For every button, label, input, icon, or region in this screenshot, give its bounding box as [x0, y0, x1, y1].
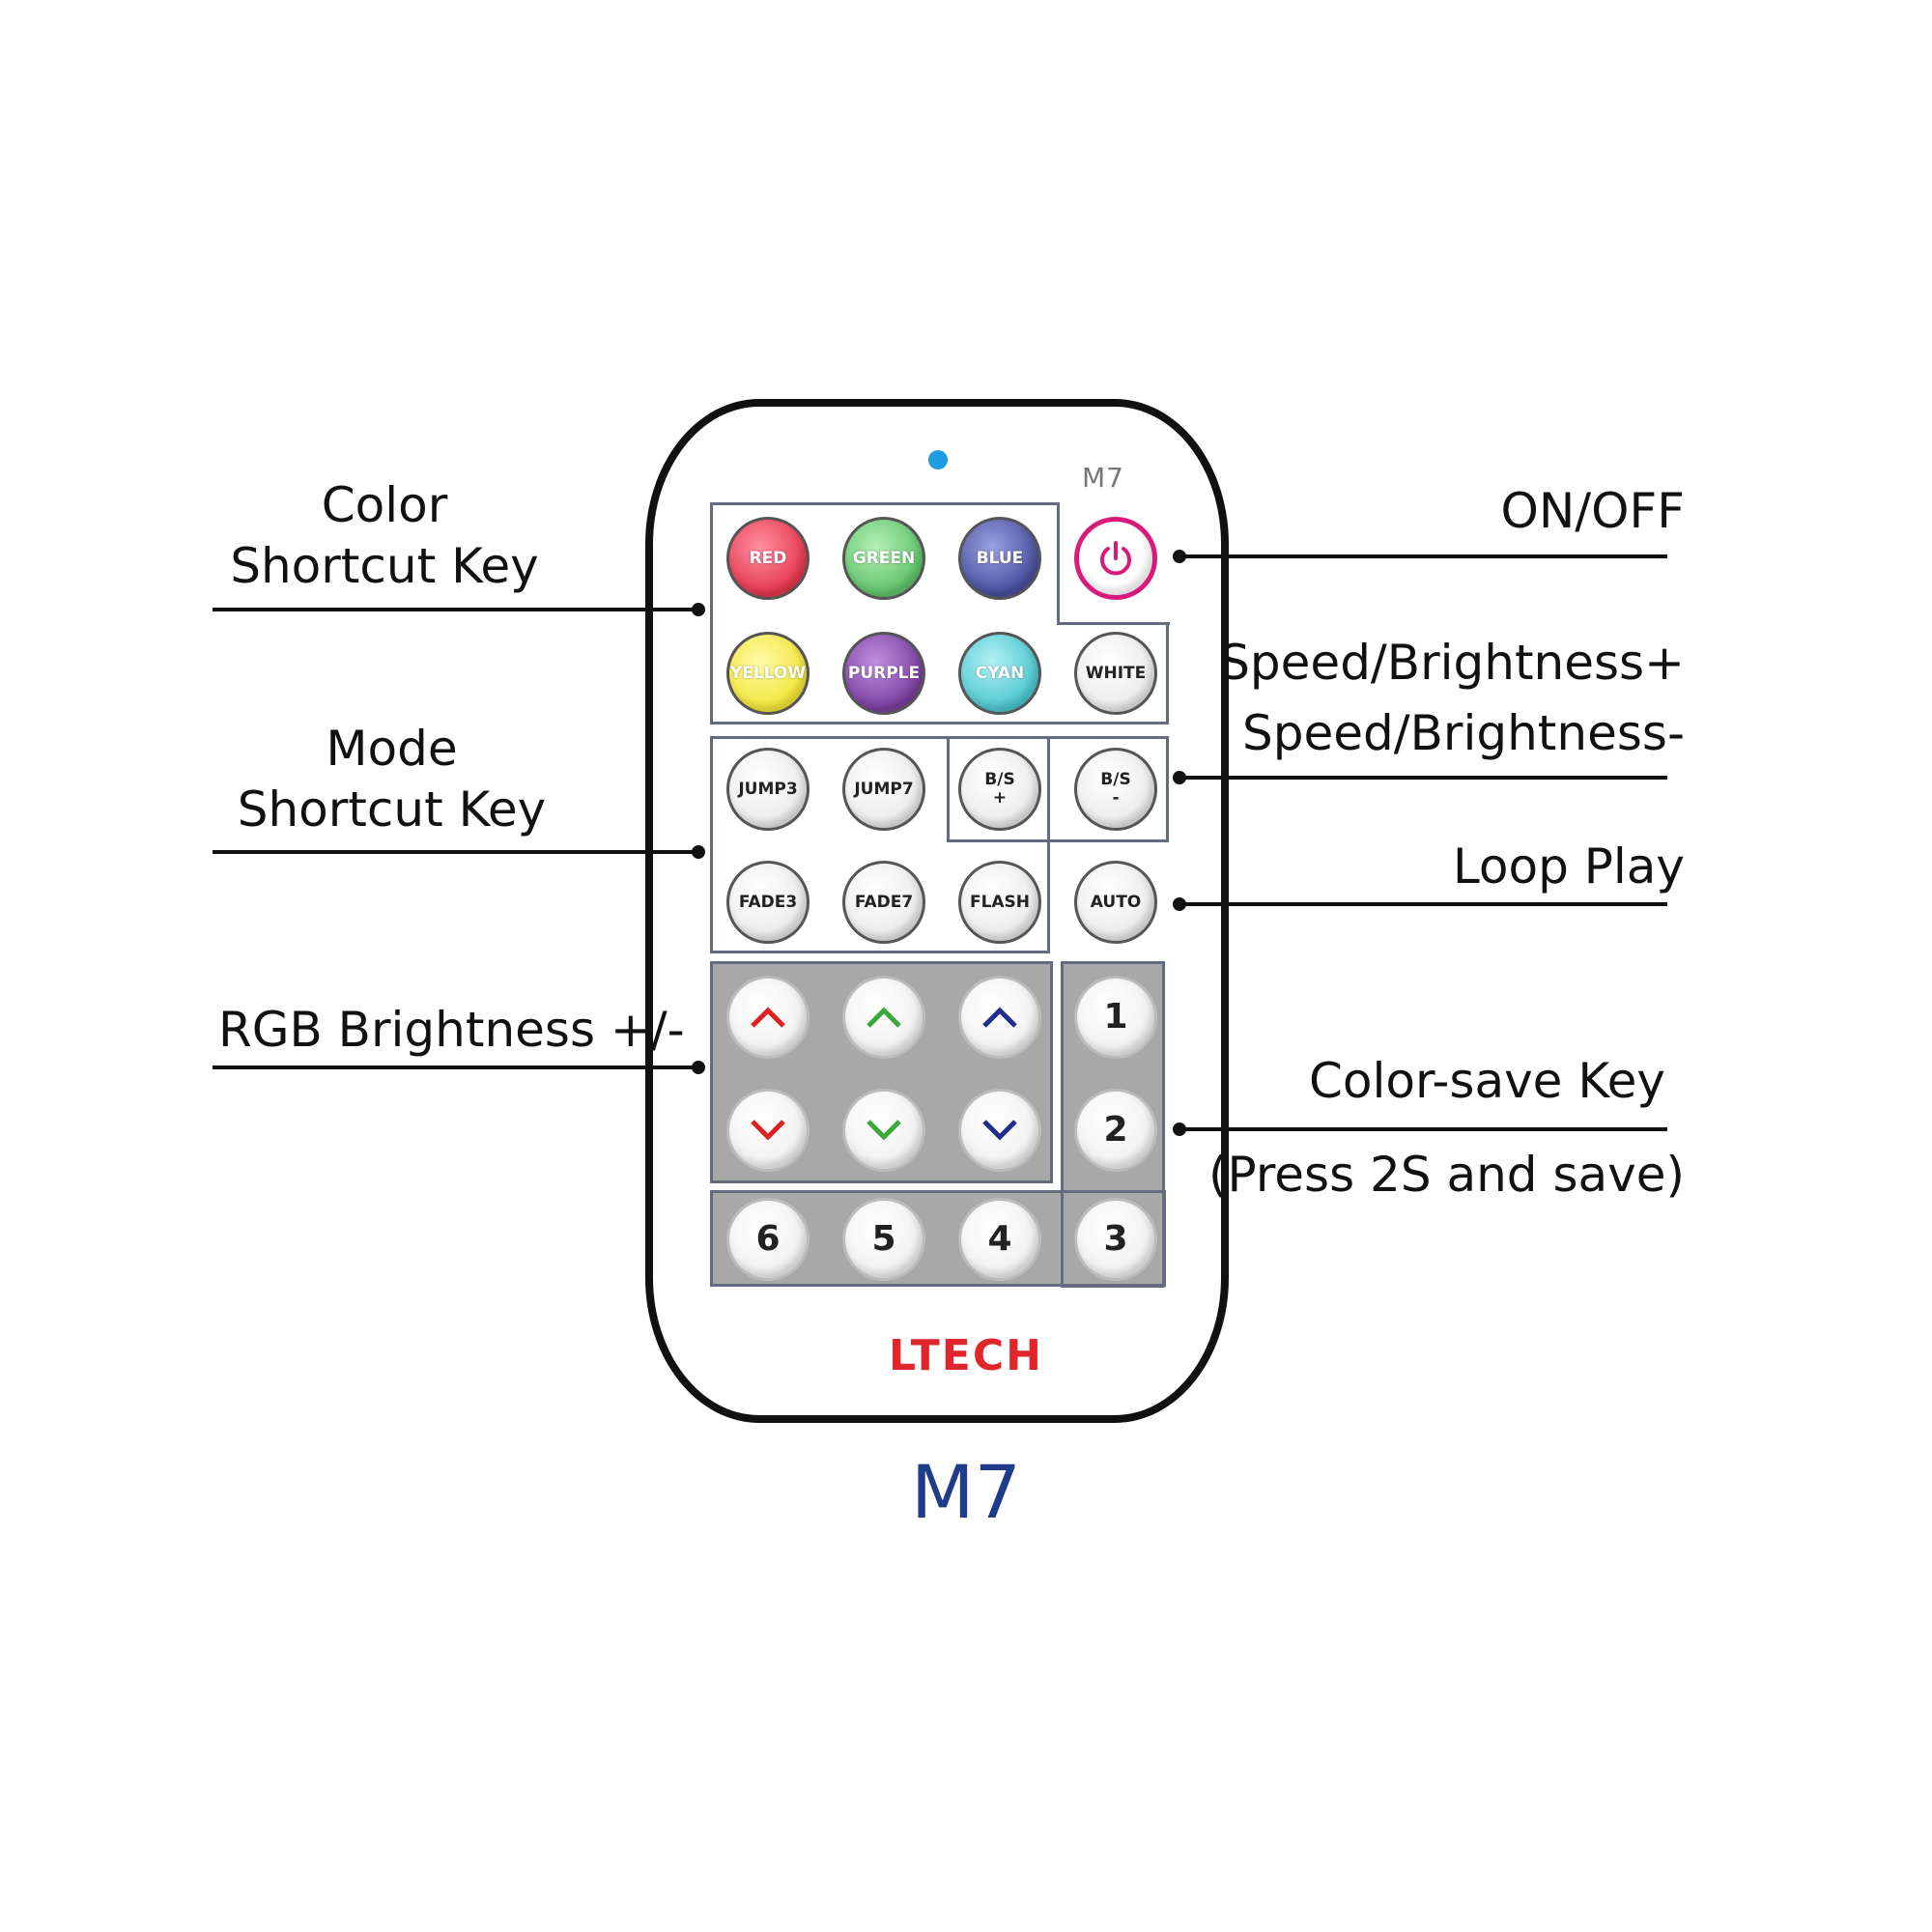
on-off-label: ON/OFF — [1500, 483, 1685, 539]
color-shortcut-leader — [213, 608, 697, 611]
speed-leader — [1180, 776, 1667, 780]
jump7-key[interactable]: JUMP7 — [842, 748, 925, 831]
speed-minus-key[interactable]: B/S- — [1074, 748, 1157, 831]
auto-key[interactable]: AUTO — [1074, 861, 1157, 944]
number-key-5[interactable]: 5 — [842, 1198, 925, 1281]
chevron-up-icon — [867, 1007, 901, 1028]
speed-dot — [1173, 771, 1186, 784]
panel-edge — [1057, 622, 1170, 625]
loop-play-label: Loop Play — [1452, 838, 1685, 895]
indicator-led — [928, 450, 948, 469]
speed-plus-label: Speed/Brightness+ — [1219, 635, 1685, 691]
number-keys-panel-bottom — [710, 1190, 1166, 1287]
on-off-dot — [1173, 550, 1186, 563]
number-key-3[interactable]: 3 — [1074, 1198, 1157, 1281]
cyan-key[interactable]: CYAN — [958, 632, 1041, 715]
power-icon — [1100, 541, 1131, 576]
on-off-leader — [1180, 554, 1667, 558]
mode-keys-panel — [710, 736, 1050, 953]
remote-model-label: M7 — [1082, 462, 1124, 494]
color-save-note: (Press 2S and save) — [1208, 1147, 1685, 1203]
chevron-down-icon — [867, 1120, 901, 1141]
purple-key[interactable]: PURPLE — [842, 632, 925, 715]
chevron-down-icon — [751, 1120, 785, 1141]
yellow-key[interactable]: YELLOW — [726, 632, 810, 715]
red-down-key[interactable] — [726, 1089, 810, 1172]
number-key-4[interactable]: 4 — [958, 1198, 1041, 1281]
number-key-1[interactable]: 1 — [1074, 976, 1157, 1059]
fade7-key[interactable]: FADE7 — [842, 861, 925, 944]
rgb-brightness-leader — [213, 1065, 697, 1069]
flash-key[interactable]: FLASH — [958, 861, 1041, 944]
mode-shortcut-dot — [692, 845, 705, 859]
blue-key[interactable]: BLUE — [958, 517, 1041, 600]
color-shortcut-dot — [692, 603, 705, 616]
loop-play-dot — [1173, 897, 1186, 911]
color-save-leader — [1180, 1127, 1667, 1131]
color-save-dot — [1173, 1122, 1186, 1136]
speed-keys-panel — [947, 736, 1169, 842]
rgb-brightness-label: RGB Brightness +/- — [218, 1002, 685, 1058]
chevron-up-icon — [982, 1007, 1017, 1028]
chevron-down-icon — [982, 1120, 1017, 1141]
fade3-key[interactable]: FADE3 — [726, 861, 810, 944]
green-key[interactable]: GREEN — [842, 517, 925, 600]
panel-edge — [1057, 502, 1060, 624]
rgb-keys-panel — [710, 961, 1053, 1183]
number-key-6[interactable]: 6 — [726, 1198, 810, 1281]
loop-play-leader — [1180, 902, 1667, 906]
red-up-key[interactable] — [726, 976, 810, 1059]
speed-minus-label: Speed/Brightness- — [1242, 705, 1685, 761]
brand-logo: LTECH — [889, 1331, 1043, 1380]
chevron-up-icon — [751, 1007, 785, 1028]
mode-shortcut-leader — [213, 850, 697, 854]
jump3-key[interactable]: JUMP3 — [726, 748, 810, 831]
speed-plus-key[interactable]: B/S+ — [958, 748, 1041, 831]
rgb-brightness-dot — [692, 1061, 705, 1074]
mode-shortcut-label: Mode Shortcut Key — [237, 721, 547, 838]
blue-down-key[interactable] — [958, 1089, 1041, 1172]
color-save-label: Color-save Key — [1309, 1053, 1665, 1109]
number-key-2[interactable]: 2 — [1074, 1089, 1157, 1172]
model-caption: M7 — [911, 1449, 1021, 1535]
power-button[interactable] — [1074, 517, 1157, 600]
green-up-key[interactable] — [842, 976, 925, 1059]
red-key[interactable]: RED — [726, 517, 810, 600]
green-down-key[interactable] — [842, 1089, 925, 1172]
color-shortcut-label: Color Shortcut Key — [230, 477, 539, 594]
blue-up-key[interactable] — [958, 976, 1041, 1059]
white-key[interactable]: WHITE — [1074, 632, 1157, 715]
